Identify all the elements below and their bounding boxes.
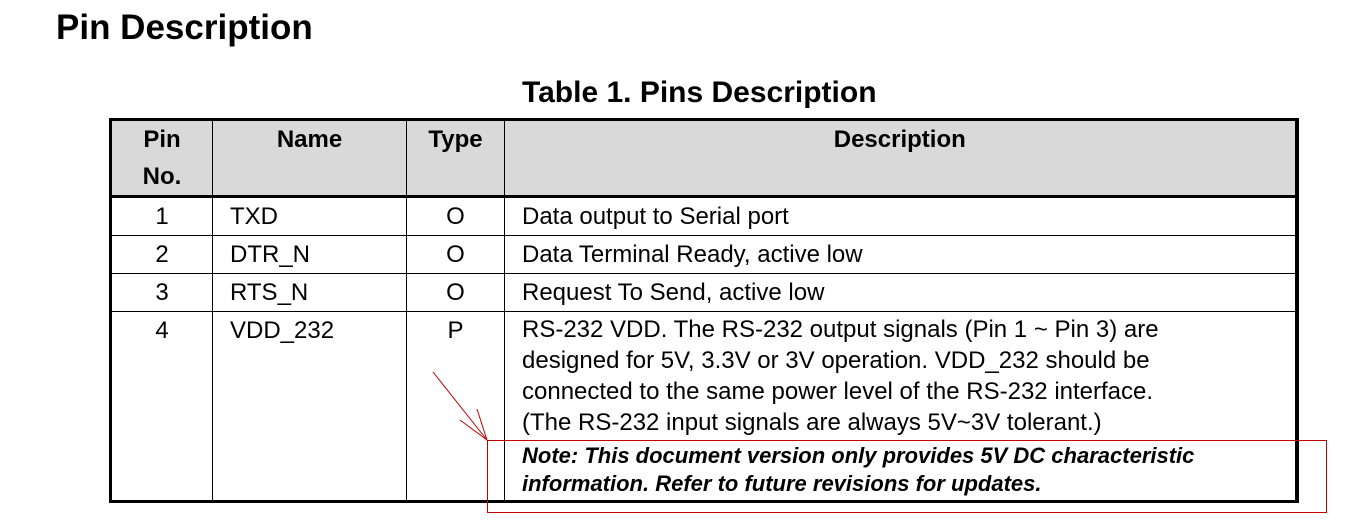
page-heading: Pin Description — [56, 8, 313, 47]
pin-name: TXD — [212, 196, 407, 236]
pin-number: 1 — [110, 196, 213, 236]
pin-number: 2 — [110, 235, 213, 274]
pin-description: Data output to Serial port — [504, 196, 1297, 236]
pin-description: RS-232 VDD. The RS-232 output signals (P… — [504, 311, 1297, 502]
note-line: information. Refer to future revisions f… — [522, 471, 1042, 496]
description-line: (The RS-232 input signals are always 5V~… — [522, 409, 1102, 436]
pin-type: O — [406, 235, 505, 274]
note-text: Note: This document version only provide… — [522, 442, 1295, 498]
annotation-highlight-box — [487, 440, 1327, 513]
description-line: RS-232 VDD. The RS-232 output signals (P… — [522, 316, 1159, 343]
table-row: 4 VDD_232 P RS-232 VDD. The RS-232 outpu… — [110, 311, 1297, 502]
pin-description: Data Terminal Ready, active low — [504, 235, 1297, 274]
header-description: Description — [504, 119, 1297, 198]
description-line: connected to the same power level of the… — [522, 378, 1154, 405]
pin-number: 4 — [110, 311, 213, 502]
pin-name: DTR_N — [212, 235, 407, 274]
table-caption: Table 1. Pins Description — [522, 76, 877, 109]
header-name: Name — [212, 119, 407, 198]
description-line: designed for 5V, 3.3V or 3V operation. V… — [522, 347, 1150, 374]
pin-description: Request To Send, active low — [504, 273, 1297, 312]
table-row: 2 DTR_N O Data Terminal Ready, active lo… — [110, 235, 1297, 274]
pin-name: VDD_232 — [212, 311, 407, 502]
pin-type: O — [406, 196, 505, 236]
header-no-text: No. — [142, 163, 182, 190]
header-pin-text: Pin — [143, 126, 181, 153]
pin-number: 3 — [110, 273, 213, 312]
table-row: 1 TXD O Data output to Serial port — [110, 196, 1297, 236]
pin-type: P — [406, 311, 505, 502]
note-line: Note: This document version only provide… — [522, 443, 1195, 468]
header-type: Type — [406, 119, 505, 198]
